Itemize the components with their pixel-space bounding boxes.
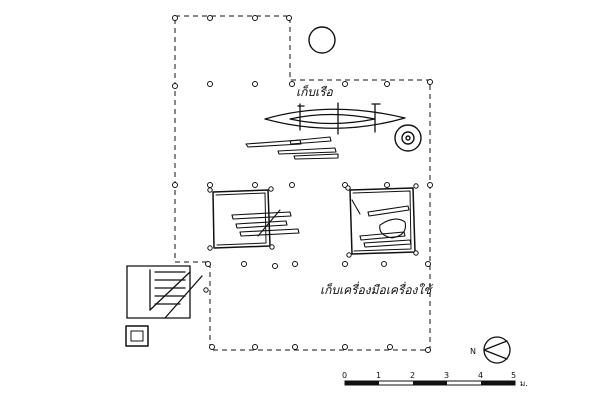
tools-right	[351, 199, 412, 248]
post-grid	[172, 15, 433, 353]
storage-bin-right	[345, 183, 419, 258]
north-arrow: N	[470, 336, 511, 364]
scale-bar: 0 1 2 3 4 5 ม.	[342, 371, 528, 388]
tools-left	[231, 209, 300, 237]
scale-tick-2: 2	[410, 371, 415, 380]
storage-bin-left	[207, 186, 275, 251]
building-outline	[174, 15, 431, 351]
scale-tick-4: 4	[478, 371, 483, 380]
scale-tick-1: 1	[376, 371, 381, 380]
small-jar-box	[125, 325, 149, 347]
label-storage-boat: เก็บเรือ	[296, 84, 334, 99]
water-jar-symbol	[308, 26, 336, 54]
scale-tick-0: 0	[342, 371, 347, 380]
scale-unit: ม.	[520, 379, 528, 388]
drum-drawing	[394, 124, 422, 152]
planks-near-boat	[245, 136, 339, 160]
boat-drawing	[264, 102, 406, 135]
scale-tick-3: 3	[444, 371, 449, 380]
stair-drawing	[126, 265, 209, 319]
north-arrow-letter: N	[470, 347, 476, 356]
label-storage-tools: เก็บเครื่องมือเครื่องใช้	[320, 281, 434, 297]
scale-tick-5: 5	[511, 371, 516, 380]
